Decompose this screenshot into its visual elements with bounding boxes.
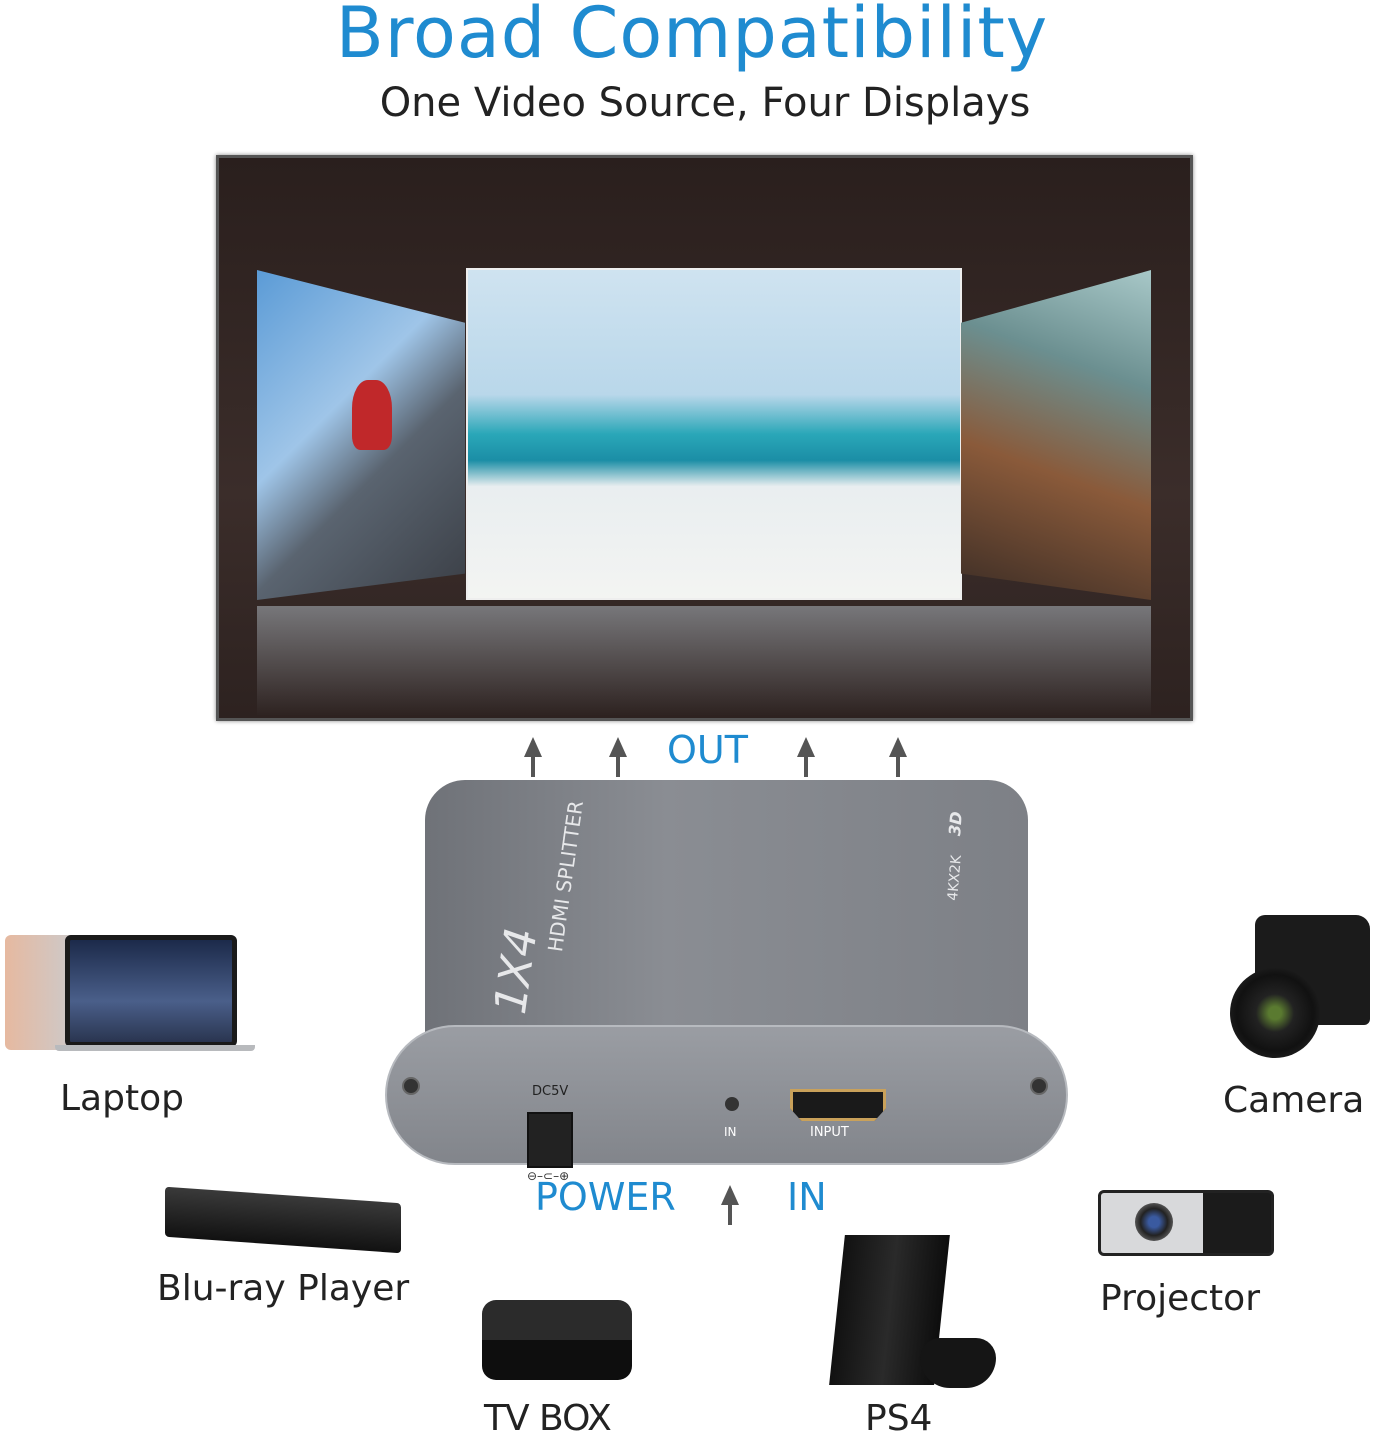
page-subtitle: One Video Source, Four Displays [379,80,1031,126]
arrow-up-icon [603,737,633,777]
screw-icon [402,1077,420,1095]
projector-icon [1098,1190,1274,1256]
tv-box-icon [482,1300,632,1380]
arrow-up-icon [518,737,548,777]
projector-label: Projector [1100,1278,1260,1319]
spiderman-figure [352,380,392,450]
arrow-up-icon [883,737,913,777]
polarity-symbol: ⊖–⊂–⊕ [527,1169,570,1183]
page-title: Broad Compatibility [335,0,1049,74]
dc-power-port[interactable] [527,1112,573,1168]
tv-box-label: TV BOX [484,1398,612,1439]
blu-ray-player-label: Blu-ray Player [157,1268,410,1309]
in-label: IN [787,1175,827,1219]
led-label: IN [724,1125,737,1139]
blu-ray-player-icon [165,1186,401,1254]
device-name: HDMI SPLITTER [543,799,588,954]
ps4-controller-icon [920,1338,996,1388]
screen-reflection [257,606,1151,716]
tv-display [216,155,1193,721]
power-label: POWER [535,1175,676,1219]
dc-label: DC5V [532,1084,569,1099]
device-front-panel: DC5V ⊖–⊂–⊕ IN INPUT [385,1025,1068,1183]
hdmi-splitter-device: 1X4 HDMI SPLITTER 4KX2K 3D DC5V ⊖–⊂–⊕ IN… [385,780,1068,1183]
out-label: OUT [667,728,748,772]
laptop-icon [65,935,237,1047]
screen-center-image [466,268,962,600]
3d-badge: 3D [945,810,967,837]
camera-label: Camera [1223,1080,1365,1121]
resolution-label: 4KX2K [945,854,965,902]
laptop-base [55,1045,255,1051]
laptop-label: Laptop [60,1078,184,1119]
projector-lens [1135,1203,1173,1241]
arrow-up-icon [791,737,821,777]
screen-right-image [961,270,1151,600]
screen-left-image [257,270,465,600]
hdmi-input-port[interactable] [790,1089,886,1121]
port-label: INPUT [810,1125,849,1140]
device-model: 1X4 [485,924,548,1018]
device-top: 1X4 HDMI SPLITTER 4KX2K 3D [425,780,1028,1070]
ps4-label: PS4 [865,1398,933,1439]
arrow-up-icon [715,1185,745,1251]
screw-icon [1030,1077,1048,1095]
in-led-indicator [725,1097,739,1111]
camera-lens [1230,968,1320,1058]
